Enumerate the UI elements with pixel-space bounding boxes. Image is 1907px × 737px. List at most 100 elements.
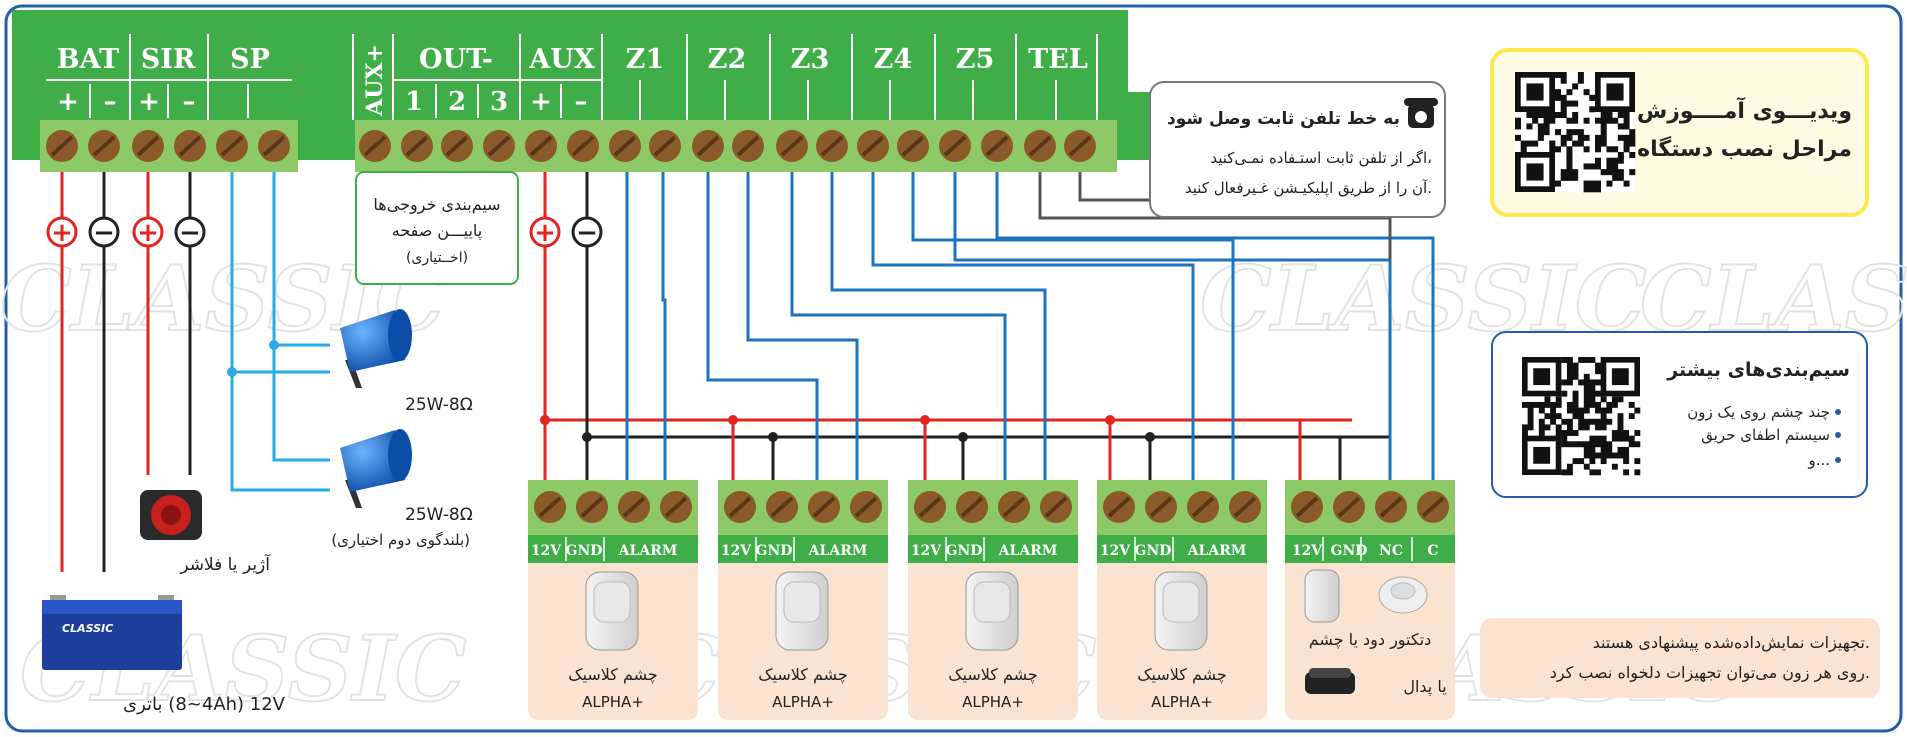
terminal-screw: [732, 130, 764, 162]
pedal-icon: [1305, 668, 1355, 694]
terminal-screw: [1064, 130, 1096, 162]
more-wiring-bullets: [1835, 409, 1841, 463]
speaker-2-note: (بلندگوی دوم اختیاری): [331, 531, 470, 549]
more-wiring-title: سیم‌بندی‌های بیشتر: [1666, 359, 1850, 381]
pin-out-1: 1: [405, 87, 423, 117]
pir-sensor-icon: [1304, 569, 1340, 623]
pin-sir-minus: –: [183, 87, 196, 117]
outputs-note: سیم‌بندی خروجی‌ها پاییـــن صفحه (اخــتیا…: [373, 195, 500, 266]
pin-label: 12V: [911, 543, 942, 559]
pin-aux-minus: –: [575, 87, 588, 117]
panel-screws: [46, 130, 1096, 162]
terminal-screw: [897, 130, 929, 162]
pin-label: C: [1427, 543, 1438, 559]
sensor-model: ALPHA+: [772, 693, 834, 711]
label-sir: SIR: [141, 44, 196, 75]
z5-device-line2: یا پدال: [1403, 677, 1446, 697]
tel-note-box: [1149, 81, 1446, 218]
z5-device-line1: دتکتور دود یا چشم: [1309, 630, 1432, 650]
speaker-2-label: 25W-8Ω: [405, 505, 473, 525]
battery-label: باتری (4~8Ah) 12V: [123, 694, 286, 715]
pir-sensor-icon: [965, 571, 1019, 651]
plus-marker-aux: [529, 216, 561, 248]
video-qr-code[interactable]: [1515, 72, 1636, 193]
siren-icon: [140, 490, 202, 540]
minus-marker-aux: [571, 216, 603, 248]
pin-label: GND: [566, 543, 603, 559]
group-labels: BAT SIR SP AUX+ OUT- AUX Z1 Z2 Z3 Z4 Z5 …: [57, 44, 1088, 117]
minus-marker-sir-text: −: [179, 218, 201, 248]
plus-marker-aux-text: +: [534, 218, 556, 248]
label-tel: TEL: [1028, 44, 1088, 75]
terminal-screw: [132, 130, 164, 162]
more-wiring-item1: چند چشم روی یک زون: [1687, 403, 1830, 421]
wire-junctions: [227, 340, 1155, 442]
pin-label: 12V: [1292, 543, 1323, 559]
video-box-line1: ویدیـــوی آمــــوزش: [1637, 96, 1852, 124]
minus-marker-aux-text: −: [576, 218, 598, 248]
pin-label: ALARM: [1187, 543, 1247, 559]
terminal-screw: [939, 130, 971, 162]
equipment-note: تجهیزات نمایش‌داده‌شده پیشنهادی هستند. ر…: [1550, 633, 1870, 683]
sensor-model: ALPHA+: [582, 693, 644, 711]
tel-note-line2: آن را از طریق اپلیکیـشن غـیرفعال کنید.: [1185, 179, 1432, 198]
terminal-screw: [692, 130, 724, 162]
terminal-screw: [776, 130, 808, 162]
panel-separators: [46, 34, 1098, 120]
pir-sensor-icon: [585, 571, 639, 651]
speaker-2: 25W-8Ω (بلندگوی دوم اختیاری): [331, 429, 473, 549]
terminal-screw: [46, 130, 78, 162]
outputs-note-line2: پاییـــن صفحه: [392, 221, 483, 241]
video-box-line2: مراحل نصب دستگاه: [1637, 135, 1852, 162]
pin-label: 12V: [1100, 543, 1131, 559]
video-box-text: ویدیـــوی آمــــوزش مراحل نصب دستگاه: [1637, 96, 1852, 162]
label-z3: Z3: [791, 44, 830, 75]
terminal-screw: [216, 130, 248, 162]
pir-sensor-icon: [775, 571, 829, 651]
siren-label: آژیر یا فلاشر: [179, 553, 271, 575]
sensor-name: چشم کلاسیک: [948, 665, 1038, 684]
pin-label: 12V: [721, 543, 752, 559]
plus-marker-bat-text: +: [51, 218, 73, 248]
pin-label: GND: [1135, 543, 1172, 559]
pin-sir-plus: +: [138, 87, 160, 117]
outputs-note-line3: (اخــتیاری): [406, 250, 468, 266]
minus-marker-bat: [88, 216, 120, 248]
sensor-name: چشم کلاسیک: [1137, 665, 1227, 684]
terminal-screw: [441, 130, 473, 162]
label-out: OUT-: [419, 44, 493, 75]
terminal-screw: [857, 130, 889, 162]
pin-label: ALARM: [998, 543, 1058, 559]
pin-label: GND: [1331, 543, 1368, 559]
minus-marker-sir: [174, 216, 206, 248]
sensor-name: چشم کلاسیک: [568, 665, 658, 684]
terminal-screw: [174, 130, 206, 162]
sensor-name: چشم کلاسیک: [758, 665, 848, 684]
minus-marker-bat-text: −: [93, 218, 115, 248]
polarity-markers: + − + − + −: [46, 216, 603, 248]
plus-marker-sir: [132, 216, 164, 248]
plus-marker-sir-text: +: [137, 218, 159, 248]
terminal-screw: [649, 130, 681, 162]
equipment-note-line2: روی هر زون می‌توان تجهیزات دلخواه نصب کر…: [1550, 663, 1870, 683]
speaker-1: 25W-8Ω: [340, 309, 473, 415]
terminal-screw: [483, 130, 515, 162]
label-z4: Z4: [874, 44, 913, 75]
terminal-screw: [1024, 130, 1056, 162]
pin-out-2: 2: [448, 87, 466, 117]
battery-icon: CLASSIC: [42, 595, 182, 670]
pin-labels: + – + – 1 2 3 + –: [57, 87, 587, 117]
more-wiring-item3: و...: [1807, 451, 1830, 469]
terminal-screw: [359, 130, 391, 162]
terminal-screw: [88, 130, 120, 162]
equipment-note-line1: تجهیزات نمایش‌داده‌شده پیشنهادی هستند.: [1593, 633, 1870, 653]
label-z1: Z1: [626, 44, 665, 75]
pin-label: ALARM: [808, 543, 868, 559]
more-wiring-qr-code[interactable]: [1522, 357, 1641, 476]
